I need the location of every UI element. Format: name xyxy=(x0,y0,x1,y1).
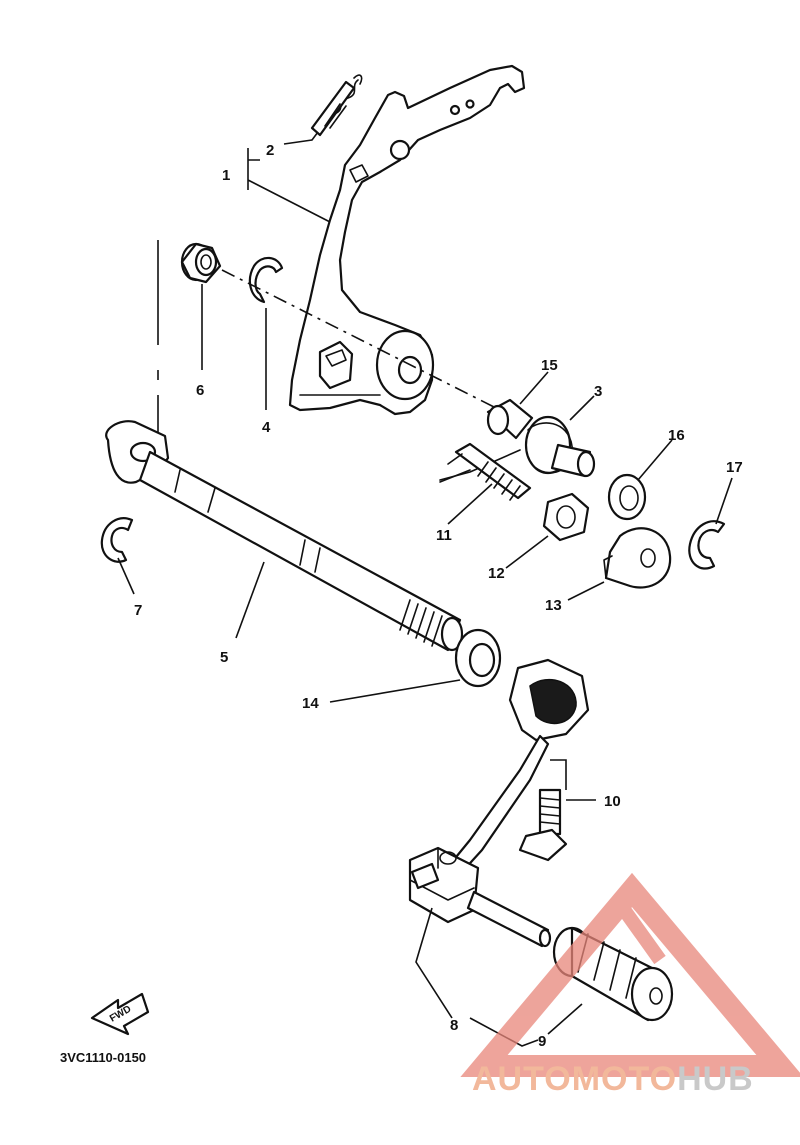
callout-12: 12 xyxy=(488,565,505,582)
part-1-shift-lever xyxy=(288,64,526,416)
callout-leaders xyxy=(117,139,733,1047)
part-16-washer xyxy=(607,473,647,521)
callout-7: 7 xyxy=(134,602,142,619)
part-7-circlip xyxy=(100,517,134,563)
watermark-word-part2: HUB xyxy=(677,1060,754,1098)
part-4-circlip xyxy=(248,256,284,304)
callout-10: 10 xyxy=(604,793,621,810)
watermark-wordmark: AUTOMOTOHUB xyxy=(472,1060,754,1099)
part-11-spring-pin xyxy=(439,442,532,501)
assembly-axis-line xyxy=(221,269,501,411)
callout-16: 16 xyxy=(668,427,685,444)
callout-8: 8 xyxy=(450,1017,458,1034)
part-10-bolt xyxy=(518,788,568,862)
part-12-nut xyxy=(542,492,590,542)
part-17-circlip xyxy=(688,520,726,570)
figure-code: 3VC1110-0150 xyxy=(60,1050,146,1065)
part-15-collar xyxy=(486,398,534,440)
callout-17: 17 xyxy=(726,459,743,476)
part-6-collar xyxy=(180,242,222,284)
part-14-oil-seal xyxy=(454,628,502,688)
part-13-stopper-plate xyxy=(603,527,672,589)
part-3-torsion-spring xyxy=(439,415,596,481)
watermark-logo-triangle xyxy=(460,872,800,1077)
callout-3: 3 xyxy=(594,383,602,400)
callout-11: 11 xyxy=(436,527,452,544)
part-8-shift-pedal xyxy=(408,658,590,948)
part-2-return-spring xyxy=(310,74,363,141)
forward-arrow-icon: FWD xyxy=(90,992,150,1036)
callout-13: 13 xyxy=(545,597,562,614)
part-5-shift-shaft xyxy=(105,420,464,652)
callout-14: 14 xyxy=(302,695,319,712)
callout-15: 15 xyxy=(541,357,558,374)
callout-2: 2 xyxy=(266,142,274,159)
callout-6: 6 xyxy=(196,382,204,399)
callout-9: 9 xyxy=(538,1033,546,1050)
watermark-word-part1: AUTOMOTO xyxy=(472,1060,678,1098)
callout-4: 4 xyxy=(262,419,271,436)
callout-1: 1 xyxy=(222,167,230,184)
callout-5: 5 xyxy=(220,649,228,666)
callout-numbers: 1 2 3 4 5 6 7 8 9 10 11 12 13 14 15 16 1… xyxy=(134,142,743,1050)
